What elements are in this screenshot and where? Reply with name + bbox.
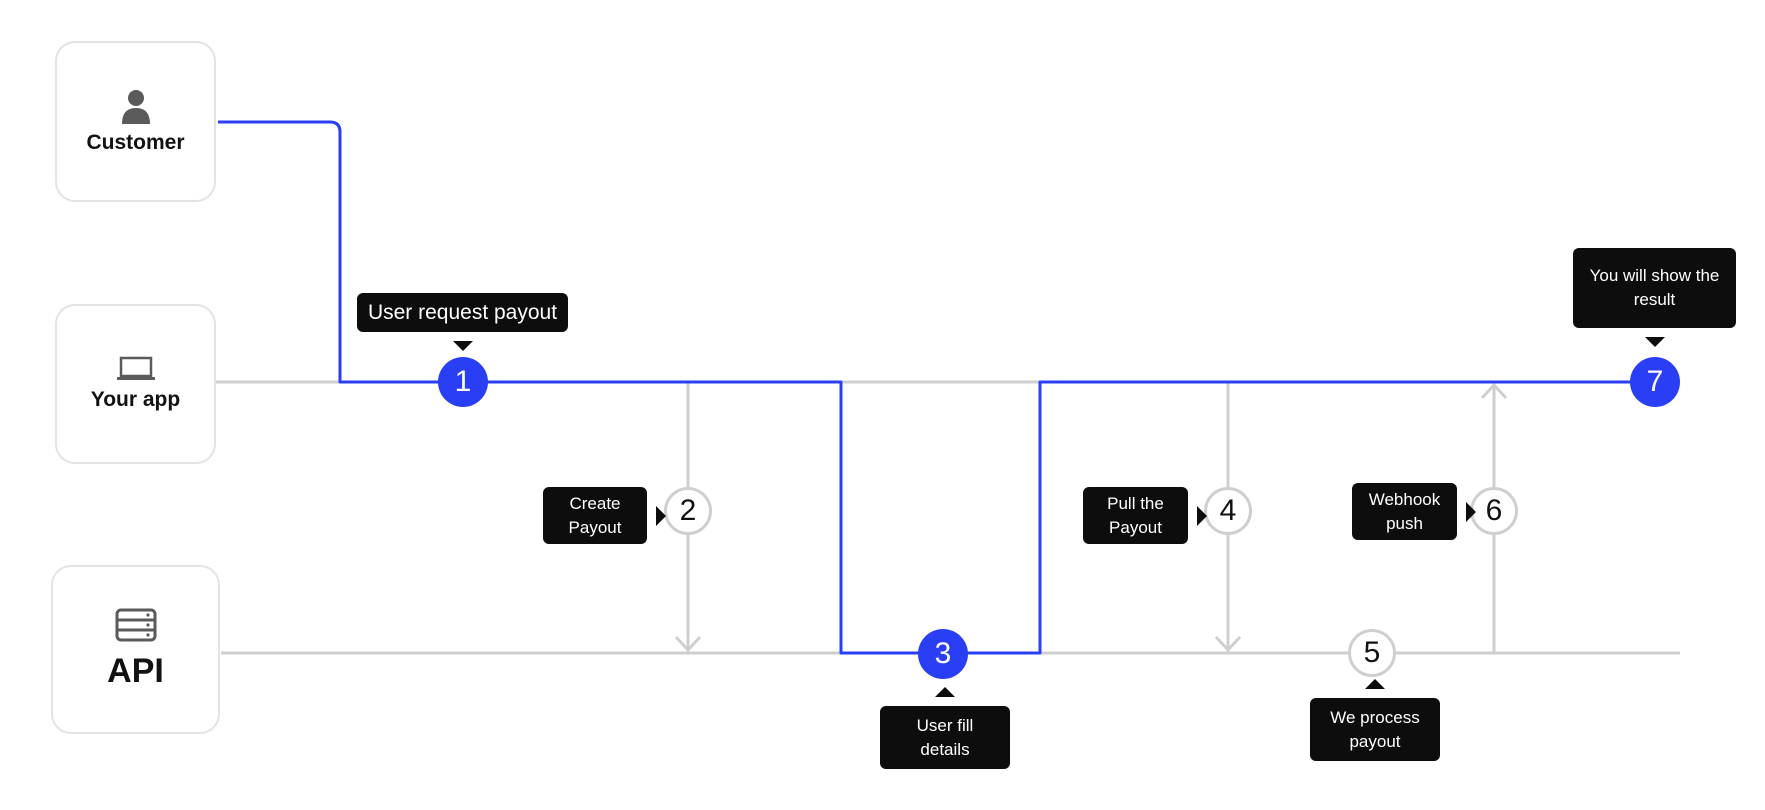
actor-customer-label: Customer <box>86 130 185 154</box>
actor-your-app: Your app <box>55 304 216 464</box>
tooltip-step-3: User fill details <box>880 687 1010 769</box>
step-6-badge: 6 <box>1470 487 1518 535</box>
actor-your-app-label: Your app <box>90 388 181 411</box>
actor-api-label: API <box>107 652 164 690</box>
arrowhead-create-payout <box>674 635 702 653</box>
tooltip-step-1: User request payout <box>357 293 568 351</box>
step-7-badge: 7 <box>1630 357 1680 407</box>
person-icon <box>121 89 150 124</box>
tooltip-step-7: You will show the result <box>1573 248 1736 347</box>
tooltip-step-5: We process payout <box>1310 679 1440 761</box>
tooltip-step-2: Create Payout <box>543 487 666 544</box>
step-1-badge: 1 <box>438 357 488 407</box>
actor-customer: Customer <box>55 41 216 202</box>
step-3-badge: 3 <box>918 629 968 679</box>
tooltip-step-4: Pull the Payout <box>1083 487 1207 544</box>
step-4-badge: 4 <box>1204 487 1252 535</box>
active-flow-path <box>218 120 1655 655</box>
tooltip-step-6: Webhook push <box>1352 483 1476 540</box>
server-icon <box>115 608 156 642</box>
arrowhead-pull-payout <box>1214 635 1242 653</box>
arrowhead-webhook-push <box>1480 382 1508 400</box>
laptop-icon <box>116 356 155 380</box>
step-5-badge: 5 <box>1348 629 1396 677</box>
actor-api: API <box>51 565 220 734</box>
step-2-badge: 2 <box>664 487 712 535</box>
